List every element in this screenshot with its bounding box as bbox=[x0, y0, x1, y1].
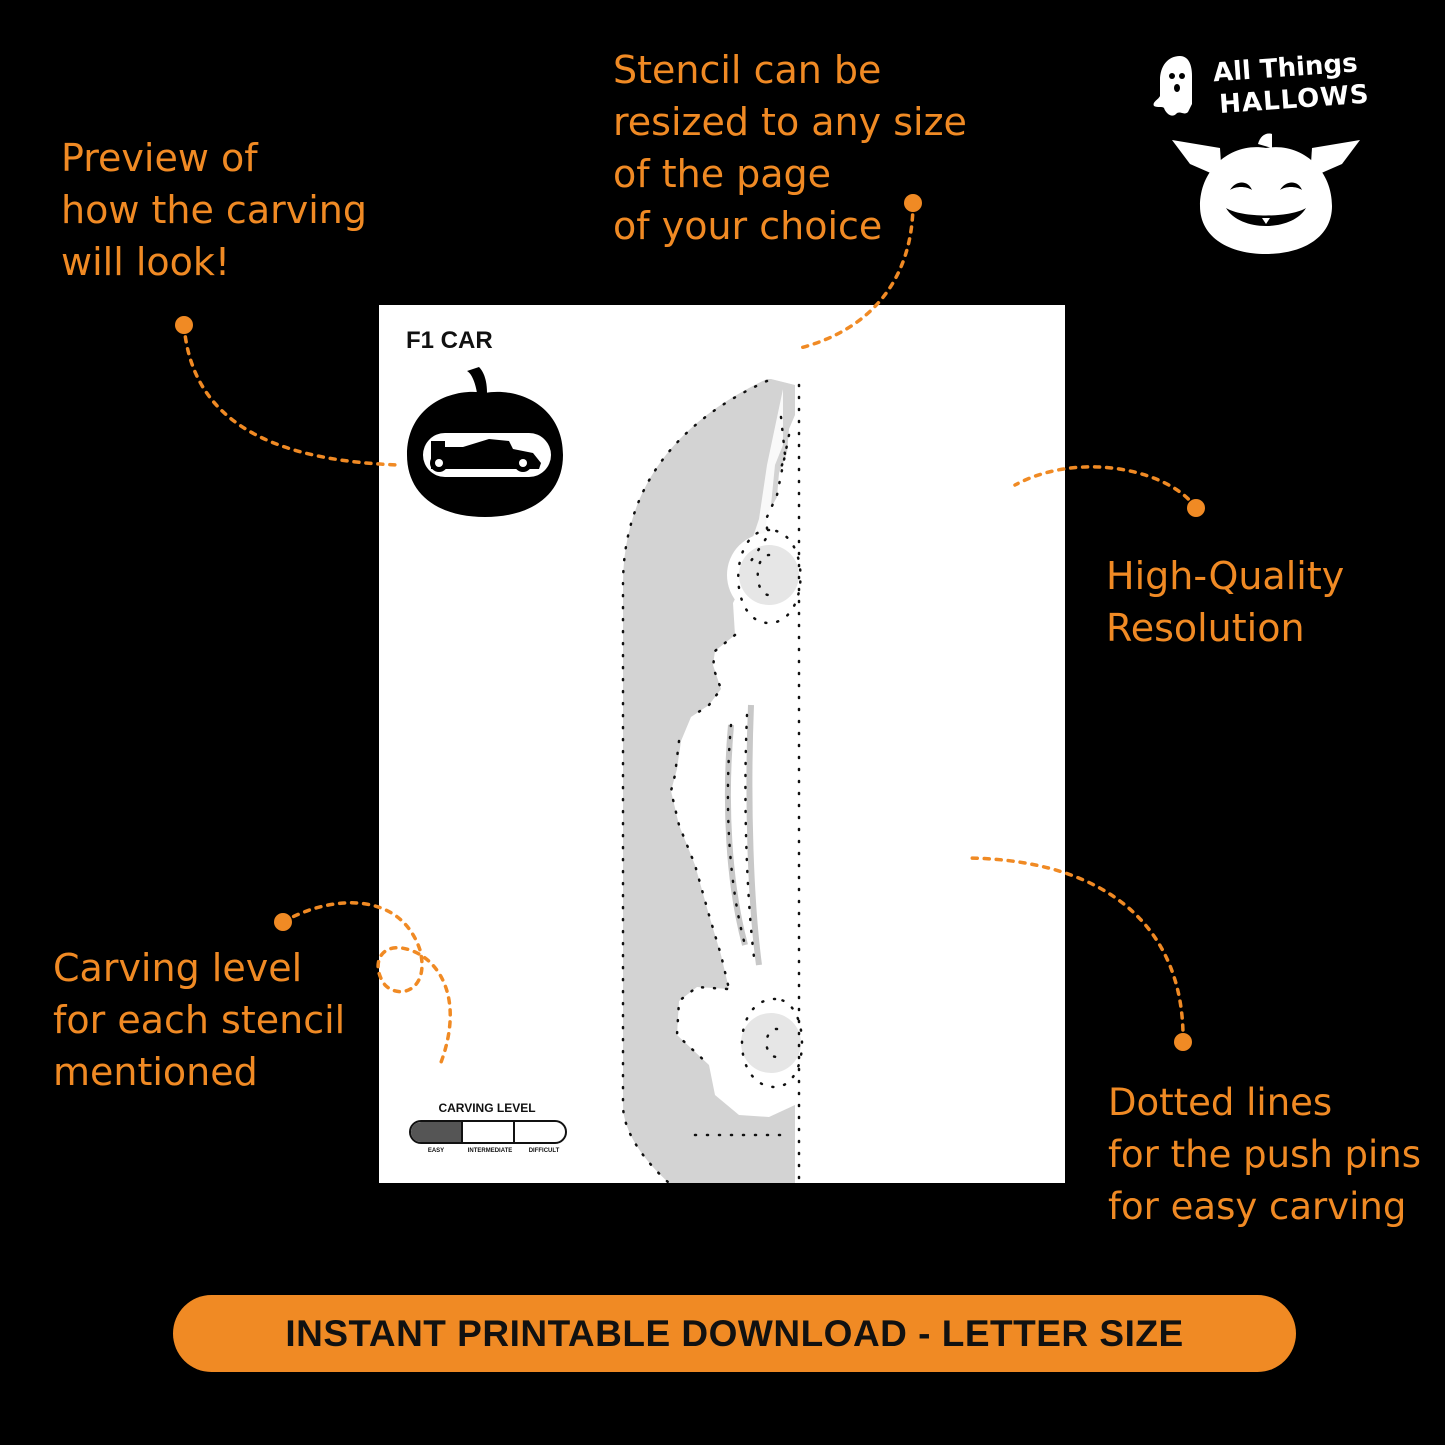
callout-line: for the push pins bbox=[1108, 1133, 1422, 1176]
callout-line: of your choice bbox=[613, 204, 883, 248]
callout-line: will look! bbox=[61, 240, 231, 284]
callout-preview: Preview of how the carving will look! bbox=[61, 132, 367, 288]
callout-line: of the page bbox=[613, 152, 832, 196]
pumpkin-preview-icon bbox=[407, 367, 563, 517]
sheet-title: F1 CAR bbox=[406, 327, 493, 354]
level-label-intermediate: INTERMEDIATE bbox=[467, 1148, 513, 1154]
callout-quality: High-Quality Resolution bbox=[1106, 550, 1344, 654]
carving-level: CARVING LEVEL EASY INTERMEDIATE DIFFICUL… bbox=[409, 1101, 571, 1154]
ghost-icon bbox=[1153, 56, 1192, 116]
callout-line: for each stencil bbox=[53, 998, 346, 1042]
callout-line: Dotted lines bbox=[1108, 1081, 1333, 1124]
callout-line: Resolution bbox=[1106, 606, 1305, 650]
bat-pumpkin-icon bbox=[1172, 133, 1360, 254]
level-segment-easy bbox=[411, 1122, 463, 1142]
download-banner: INSTANT PRINTABLE DOWNLOAD - LETTER SIZE bbox=[173, 1295, 1296, 1372]
carving-level-bar bbox=[409, 1120, 567, 1144]
carving-level-title: CARVING LEVEL bbox=[438, 1101, 536, 1115]
callout-level: Carving level for each stencil mentioned bbox=[53, 942, 345, 1098]
level-label-easy: EASY bbox=[427, 1148, 445, 1154]
callout-dotted: Dotted lines for the push pins for easy … bbox=[1108, 1077, 1421, 1233]
callout-line: Carving level bbox=[53, 946, 303, 990]
brand-logo bbox=[1153, 56, 1360, 254]
level-segment-intermediate bbox=[463, 1122, 515, 1142]
brand-name: All Things HALLOWS bbox=[1212, 47, 1371, 122]
f1-car-icon bbox=[621, 379, 813, 1183]
callout-resize: Stencil can be resized to any size of th… bbox=[613, 44, 967, 252]
level-label-difficult: DIFFICULT bbox=[528, 1148, 560, 1154]
callout-line: Stencil can be bbox=[613, 48, 882, 92]
carving-level-labels: EASY INTERMEDIATE DIFFICULT bbox=[409, 1148, 571, 1154]
callout-line: mentioned bbox=[53, 1050, 258, 1094]
stencil-sheet: F1 CAR CARVING LEVEL EASY INTERMEDIATE D… bbox=[379, 305, 1065, 1183]
callout-line: Preview of bbox=[61, 136, 258, 180]
callout-line: High-Quality bbox=[1106, 554, 1345, 598]
callout-line: how the carving bbox=[61, 188, 367, 232]
callout-line: for easy carving bbox=[1108, 1185, 1407, 1228]
callout-line: resized to any size bbox=[613, 100, 967, 144]
